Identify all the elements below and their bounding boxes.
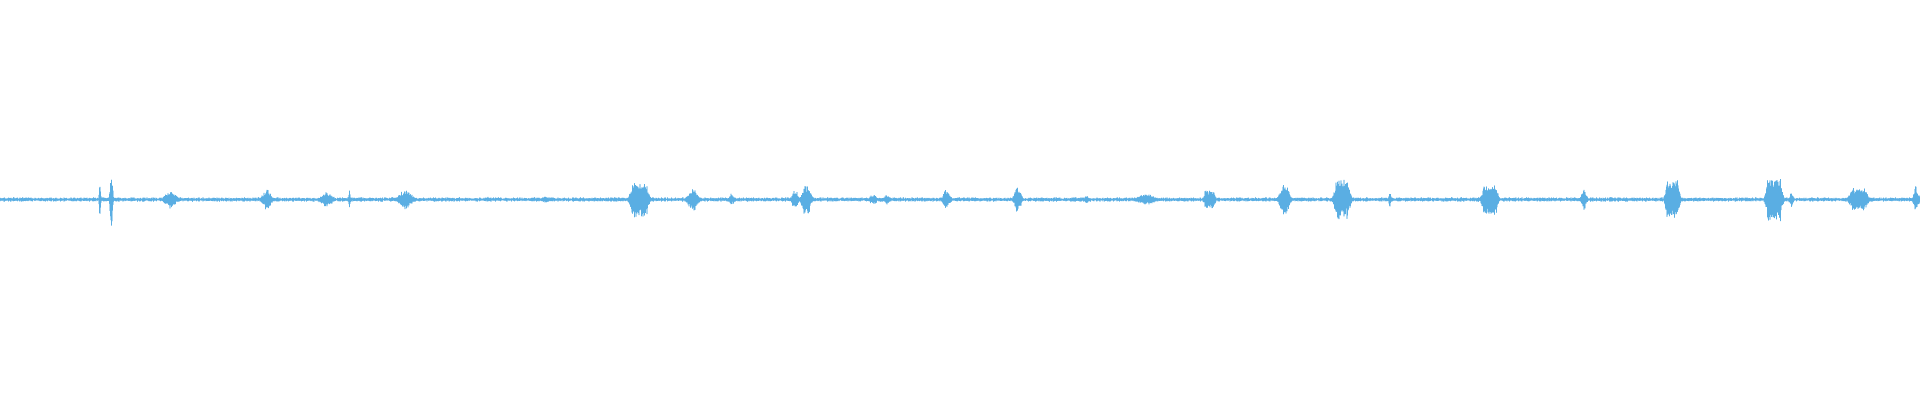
waveform-trace — [0, 178, 1920, 226]
